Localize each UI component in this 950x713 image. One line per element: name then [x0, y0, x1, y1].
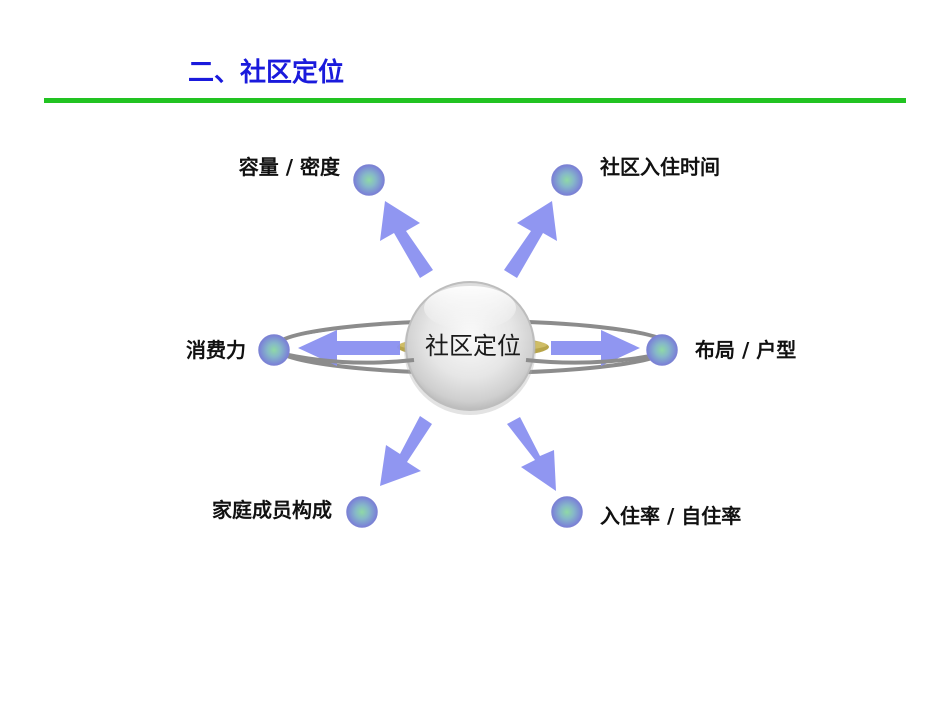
title-divider — [44, 98, 906, 103]
node-label-consumption: 消费力 — [186, 338, 246, 362]
arrow-to-capacity — [380, 201, 433, 278]
arrow-to-occupancy — [507, 417, 556, 491]
node-capacity — [353, 164, 385, 196]
arrow-to-layout — [551, 330, 640, 366]
center-label: 社区定位 — [425, 332, 521, 360]
arrow-to-consumption — [298, 330, 400, 366]
node-label-layout: 布局 / 户型 — [695, 338, 797, 362]
node-label-occupancy: 入住率 / 自住率 — [600, 504, 742, 528]
center-sphere — [404, 281, 536, 415]
node-consumption — [258, 334, 290, 366]
node-label-capacity: 容量 / 密度 — [238, 155, 340, 179]
arrow-to-family — [380, 416, 432, 486]
node-label-family: 家庭成员构成 — [212, 498, 332, 522]
node-layout — [646, 334, 678, 366]
node-move-in-time — [551, 164, 583, 196]
node-family — [346, 496, 378, 528]
node-occupancy — [551, 496, 583, 528]
node-label-move-in-time: 社区入住时间 — [600, 155, 720, 179]
slide-title: 二、社区定位 — [188, 58, 345, 88]
arrow-to-move-in-time — [504, 201, 557, 278]
